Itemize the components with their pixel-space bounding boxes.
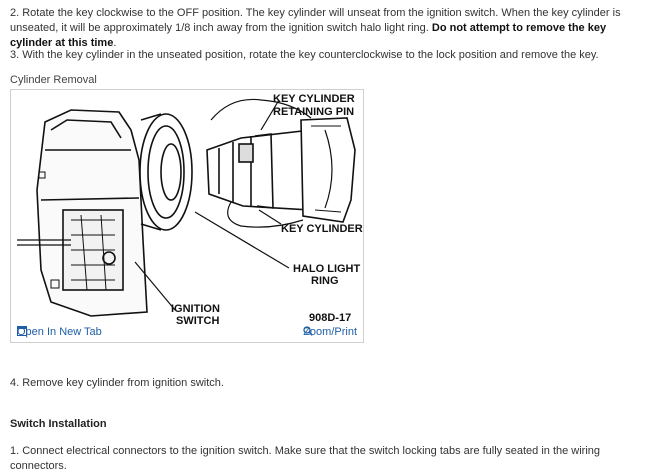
label-key-cylinder: KEY CYLINDER — [281, 223, 363, 235]
label-ignition-1: IGNITION — [171, 303, 220, 315]
label-halo-1: HALO LIGHT — [293, 263, 360, 275]
zoom-print-link[interactable]: Zoom/Print — [303, 326, 357, 338]
figure-code: 908D-17 — [309, 312, 351, 324]
step-2: 2. Rotate the key clockwise to the OFF p… — [10, 7, 621, 49]
cylinder-removal-figure: KEY CYLINDER RETAINING PIN KEY CYLINDER … — [10, 89, 364, 343]
label-retaining-pin-2: RETAINING PIN — [273, 106, 354, 118]
step-2-warning: Do not attempt to remove the key cylinde… — [10, 22, 607, 49]
label-halo-2: RING — [311, 275, 339, 287]
figure-caption: Cylinder Removal — [10, 74, 97, 86]
label-retaining-pin-1: KEY CYLINDER — [273, 93, 355, 105]
open-in-new-tab-link[interactable]: Open In New Tab — [17, 326, 102, 338]
step-4: 4. Remove key cylinder from ignition swi… — [10, 377, 224, 389]
install-step-1: 1. Connect electrical connectors to the … — [10, 445, 601, 472]
label-ignition-2: SWITCH — [176, 315, 219, 327]
section-title: Switch Installation — [10, 418, 107, 430]
ignition-diagram: KEY CYLINDER RETAINING PIN KEY CYLINDER … — [17, 93, 363, 327]
magnifier-icon — [303, 326, 314, 336]
step-3: 3. With the key cylinder in the unseated… — [10, 49, 599, 61]
open-tab-icon — [17, 326, 27, 336]
